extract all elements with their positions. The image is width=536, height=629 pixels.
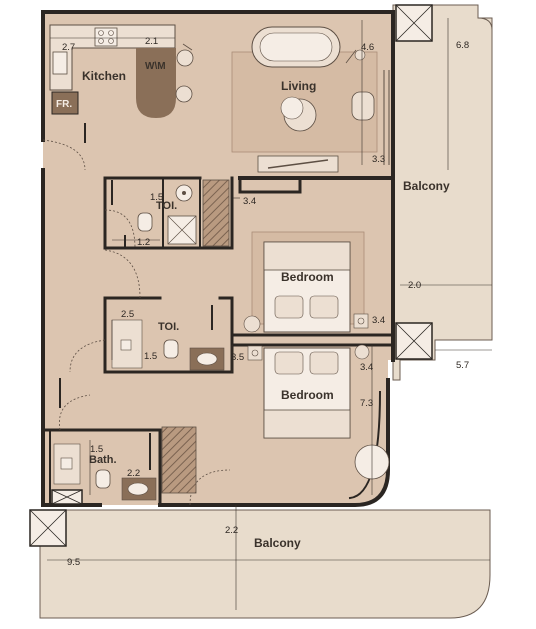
walls [41, 10, 395, 507]
dim-balcony-east-width: 6.8 [456, 40, 469, 51]
wardrobe [161, 426, 197, 494]
room-label-balcony-south: Balcony [254, 536, 301, 550]
toilet-bowl [95, 469, 111, 489]
dimension-lines [47, 18, 492, 610]
toilet-bowl [137, 212, 153, 232]
dim-toilet2-depth: 1.5 [144, 351, 157, 362]
dim-wardrobe-1: 3.4 [243, 196, 256, 207]
room-label-toilet-1: TOI. [156, 200, 177, 212]
dim-bath-width: 1.5 [90, 444, 103, 455]
dim-kitchen-width: 2.1 [145, 36, 158, 47]
dim-balcony-south-width: 9.5 [67, 557, 80, 568]
kitchen-counter [49, 24, 176, 91]
room-label-bedroom-2: Bedroom [281, 388, 334, 402]
wardrobe [202, 179, 230, 247]
dim-bedroom2-depth: 7.3 [360, 398, 373, 409]
nightstand [354, 344, 370, 360]
door-leaves [59, 123, 213, 470]
balcony-south-area [39, 509, 491, 619]
room-label-fridge: FR. [56, 99, 72, 110]
door-swings [42, 139, 231, 506]
room-label-bath: Bath. [89, 454, 117, 466]
nightstand [243, 315, 261, 333]
armchair [351, 91, 375, 121]
dim-balcony-east-depth: 2.0 [408, 280, 421, 291]
kitchen-island [136, 48, 176, 118]
room-label-living: Living [281, 79, 316, 93]
dim-bedroom1-width: 3.4 [372, 315, 385, 326]
dim-bedroom2-width: 3.4 [360, 362, 373, 373]
dim-kitchen-depth: 2.7 [62, 42, 75, 53]
nightstand [353, 313, 369, 329]
dim-living-width: 3.3 [372, 154, 385, 165]
dim-bedroom1-depth: 3.5 [231, 352, 244, 363]
stool [176, 49, 194, 67]
dim-toilet1-width: 1.5 [150, 192, 163, 203]
dim-toilet1-depth: 1.2 [137, 237, 150, 248]
toilet-bowl [163, 339, 179, 359]
room-label-toilet-2: TOI. [158, 321, 179, 333]
dim-bath-depth: 2.2 [127, 468, 140, 479]
fridge [51, 91, 79, 115]
room-label-balcony-east: Balcony [403, 179, 450, 193]
kitchen-sink [52, 51, 68, 75]
room-label-walk-in: W\M [145, 61, 166, 72]
dim-balcony-south-depth: 2.2 [225, 525, 238, 536]
stool [175, 85, 193, 103]
dim-toilet2-width: 2.5 [121, 309, 134, 320]
dim-living-depth: 4.6 [361, 42, 374, 53]
nightstand [247, 345, 263, 361]
cooktop [94, 27, 118, 47]
room-label-bedroom-1: Bedroom [281, 270, 334, 284]
balcony-east-area [392, 4, 493, 381]
dim-balcony-east-lower: 5.7 [456, 360, 469, 371]
room-label-kitchen: Kitchen [82, 69, 126, 83]
balcony-east-curve [477, 17, 493, 31]
